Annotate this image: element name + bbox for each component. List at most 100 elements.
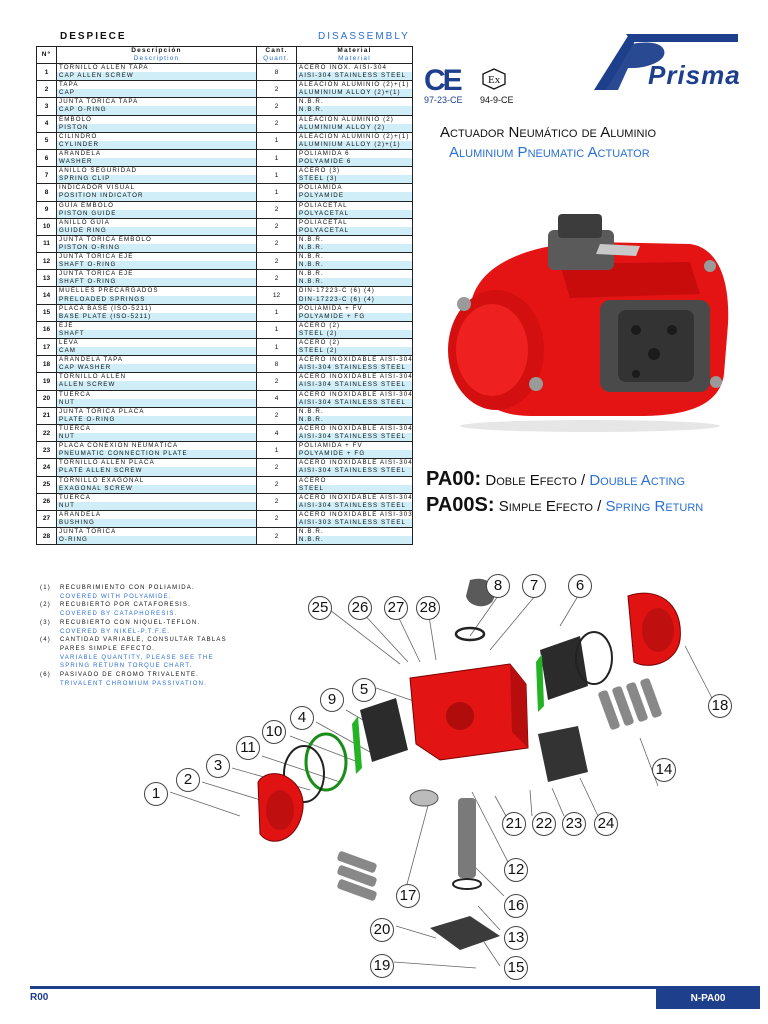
- part-material-en: POLYAMIDE + FG: [297, 450, 412, 459]
- part-material: ACERO (2)STEEL (2): [296, 337, 413, 357]
- part-material-es: POLIACETAL: [297, 218, 412, 227]
- part-material: N.B.R.N.B.R.: [296, 269, 413, 288]
- part-callout: 3: [206, 754, 230, 778]
- part-material-es: ACERO: [297, 476, 412, 485]
- part-material-en: ALUMINIUM ALLOY (2)+(1): [297, 140, 412, 149]
- part-callout: 7: [522, 574, 546, 598]
- col-quantity-en: Quant.: [263, 55, 290, 62]
- part-quantity: 1: [256, 131, 297, 150]
- model-double-acting: PA00: Doble Efecto / Double Acting: [426, 468, 685, 491]
- part-callout: 19: [370, 954, 394, 978]
- part-material-en: N.B.R.: [297, 261, 412, 270]
- part-material-en: N.B.R.: [297, 415, 412, 424]
- part-callout: 10: [262, 720, 286, 744]
- footnote-index: (6): [40, 672, 51, 679]
- part-material-es: POLIAMIDA 6: [297, 149, 412, 159]
- part-description-es: TUERCA: [57, 424, 256, 434]
- part-quantity: 2: [256, 509, 297, 529]
- part-description-en: POSITION INDICATOR: [57, 192, 256, 201]
- part-material-en: AISI-304 STAINLESS STEEL: [297, 501, 412, 510]
- exploded-view-parts: [169, 578, 713, 969]
- part-callout: 14: [652, 758, 676, 782]
- footnote: (3)RECUBIERTO CON NIQUEL-TEFLON.COVERED …: [40, 619, 240, 636]
- part-material-es: DIN-17223-C (6) (4): [297, 287, 412, 296]
- col-material-es: Material: [337, 47, 372, 54]
- part-material-es: ACERO INOXIDABLE AISI-304: [297, 356, 412, 365]
- part-material: ALEACIÓN ALUMINIO (2)+(1)ALUMINIUM ALLOY…: [296, 80, 413, 99]
- part-material-es: N.B.R.: [297, 270, 412, 279]
- part-material-es: ALEACIÓN ALUMINIO (2): [297, 115, 412, 124]
- part-description-en: CAP O-RING: [57, 106, 256, 115]
- part-callout: 15: [504, 956, 528, 980]
- part-material-es: POLIAMIDA + FV: [297, 304, 412, 313]
- part-material-es: N.B.R.: [297, 407, 412, 416]
- part-description-en: O-RING: [57, 536, 256, 545]
- part-quantity: 2: [256, 97, 297, 116]
- part-description-es: TAPA: [57, 81, 256, 90]
- model-type-es: Doble Efecto: [485, 472, 577, 489]
- footnote-index: (3): [40, 619, 51, 626]
- part-material-es: ACERO (2): [297, 321, 412, 330]
- product-title-es: Actuador Neumático de Aluminio: [440, 124, 657, 141]
- part-callout: 9: [320, 688, 344, 712]
- part-material-es: N.B.R.: [297, 528, 412, 537]
- part-description-en: BUSHING: [57, 518, 256, 528]
- footnote: (6)PASIVADO DE CROMO TRIVALENTE.TRIVALEN…: [40, 671, 240, 688]
- part-description-es: LEVA: [57, 339, 256, 348]
- part-material-en: AISI-304 STAINLESS STEEL: [297, 467, 412, 476]
- part-material-es: N.B.R.: [297, 98, 412, 107]
- part-quantity: 2: [256, 475, 297, 494]
- part-material-en: ALUMINIUM ALLOY (2)+(1): [297, 89, 412, 98]
- part-description-es: GUÍA ÉMBOLO: [57, 201, 256, 210]
- part-description-es: JUNTA TÓRICA PLACA: [57, 407, 256, 416]
- part-quantity: 2: [256, 80, 297, 99]
- part-quantity: 4: [256, 423, 297, 443]
- part-material: N.B.R.N.B.R.: [296, 252, 413, 271]
- model-separator: /: [597, 498, 602, 515]
- part-number: 25: [36, 475, 57, 494]
- part-material: N.B.R.N.B.R.: [296, 527, 413, 546]
- part-callout: 4: [290, 706, 314, 730]
- product-title-en: Aluminium Pneumatic Actuator: [449, 144, 650, 161]
- part-callout: 1: [144, 782, 168, 806]
- part-description-es: ÉMBOLO: [57, 115, 256, 124]
- part-quantity: 2: [256, 458, 297, 477]
- atex-ex-icon: Ex: [482, 68, 506, 90]
- part-material-es: ACERO INOXIDABLE AISI-303: [297, 510, 412, 519]
- footnote: (1)RECUBRIMIENTO CON POLIAMIDA.COVERED W…: [40, 584, 240, 601]
- part-description-es: INDICADOR VISUAL: [57, 184, 256, 193]
- part-callout: 18: [708, 694, 732, 718]
- part-number: 20: [36, 389, 57, 408]
- part-material-en: AISI-304 STAINLESS STEEL: [297, 398, 412, 407]
- part-description-es: TUERCA: [57, 390, 256, 399]
- part-quantity: 4: [256, 389, 297, 408]
- part-callout: 24: [594, 812, 618, 836]
- part-material-es: N.B.R.: [297, 253, 412, 262]
- part-description-en: NUT: [57, 501, 256, 510]
- part-material-en: N.B.R.: [297, 278, 412, 287]
- part-material-en: STEEL (2): [297, 347, 412, 356]
- part-number: 5: [36, 131, 57, 150]
- part-number: 7: [36, 166, 57, 185]
- document-code: N-PA00: [656, 989, 760, 1009]
- part-material-es: ACERO INOXIDABLE AISI-304: [297, 424, 412, 434]
